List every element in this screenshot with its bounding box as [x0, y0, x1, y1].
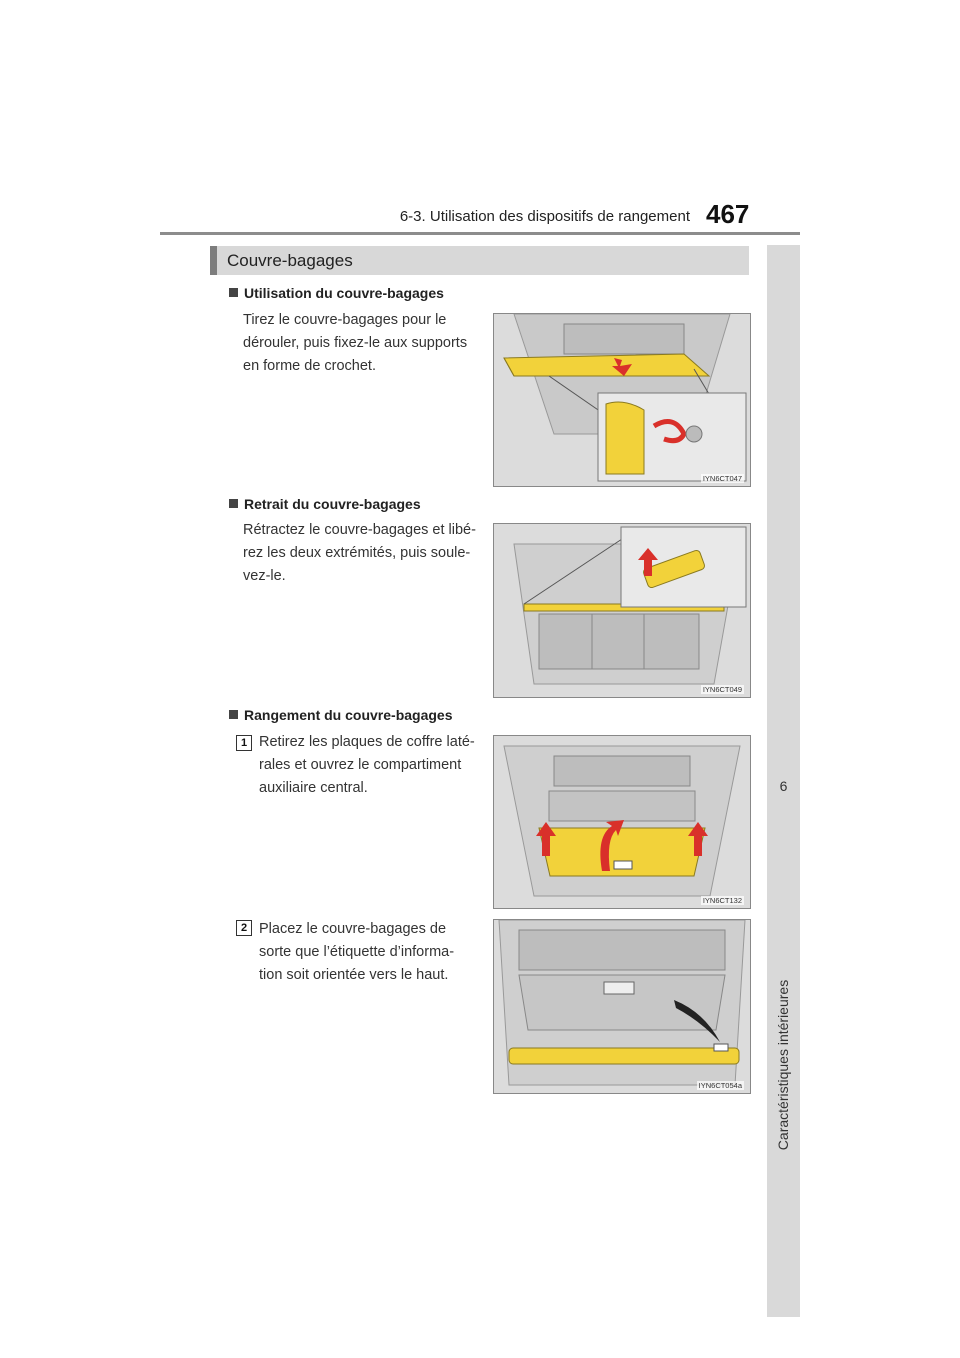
figure-code: IYN6CT132	[700, 896, 744, 905]
subheading-use: Utilisation du couvre-bagages	[229, 285, 444, 301]
text-line: auxiliaire central.	[259, 780, 368, 796]
step-2-text: Placez le couvre-bagages de sorte que l’…	[259, 918, 479, 987]
text-line: Retirez les plaques de coffre laté-	[259, 734, 475, 750]
chapter-number: 6	[779, 778, 788, 794]
text-line: dérouler, puis fixez-le aux supports	[243, 335, 468, 351]
step-number-badge: 2	[236, 920, 252, 936]
square-bullet-icon	[229, 499, 238, 508]
subheading-removal-text: Retrait du couvre-bagages	[244, 496, 421, 512]
figure-step-1: IYN6CT132	[493, 735, 751, 909]
text-line: rez les deux extrémités, puis soule-	[243, 545, 471, 561]
subheading-use-text: Utilisation du couvre-bagages	[244, 285, 444, 301]
cargo-board-open-illustration	[494, 736, 750, 908]
text-line: tion soit orientée vers le haut.	[259, 967, 449, 983]
text-line: sorte que l’étiquette d’informa-	[259, 944, 455, 960]
text-line: vez-le.	[243, 568, 286, 584]
chapter-title: Caractéristiques intérieures	[775, 979, 791, 1151]
section-title: Couvre-bagages	[227, 251, 353, 270]
step-1-text: Retirez les plaques de coffre laté- rale…	[259, 731, 479, 800]
subheading-storage-text: Rangement du couvre-bagages	[244, 707, 453, 723]
figure-removal: IYN6CT049	[493, 523, 751, 698]
figure-use: IYN6CT047	[493, 313, 751, 487]
cargo-cover-pull-illustration	[494, 314, 750, 486]
paragraph-removal: Rétractez le couvre-bagages et libé- rez…	[243, 519, 479, 588]
figure-code: IYN6CT054a	[696, 1081, 744, 1090]
figure-code: IYN6CT047	[700, 474, 744, 483]
figure-step-2: IYN6CT054a	[493, 919, 751, 1094]
section-title-bar: Couvre-bagages	[210, 246, 749, 275]
subheading-removal: Retrait du couvre-bagages	[229, 496, 421, 512]
square-bullet-icon	[229, 288, 238, 297]
text-line: rales et ouvrez le compartiment	[259, 757, 462, 773]
text-line: Placez le couvre-bagages de	[259, 921, 447, 937]
figure-code: IYN6CT049	[700, 685, 744, 694]
running-header: 6-3. Utilisation des dispositifs de rang…	[399, 208, 690, 225]
subheading-storage: Rangement du couvre-bagages	[229, 707, 453, 723]
text-line: Rétractez le couvre-bagages et libé-	[243, 522, 476, 538]
step-number-badge: 1	[236, 735, 252, 751]
cargo-cover-remove-illustration	[494, 524, 750, 697]
chapter-side-tab: 6 Caractéristiques intérieures	[767, 245, 800, 1317]
square-bullet-icon	[229, 710, 238, 719]
header-rule	[160, 232, 800, 235]
paragraph-use: Tirez le couvre-bagages pour le dérouler…	[243, 309, 479, 378]
cargo-cover-stow-illustration	[494, 920, 750, 1093]
page-number: 467	[706, 199, 750, 229]
text-line: Tirez le couvre-bagages pour le	[243, 312, 447, 328]
text-line: en forme de crochet.	[243, 358, 376, 374]
